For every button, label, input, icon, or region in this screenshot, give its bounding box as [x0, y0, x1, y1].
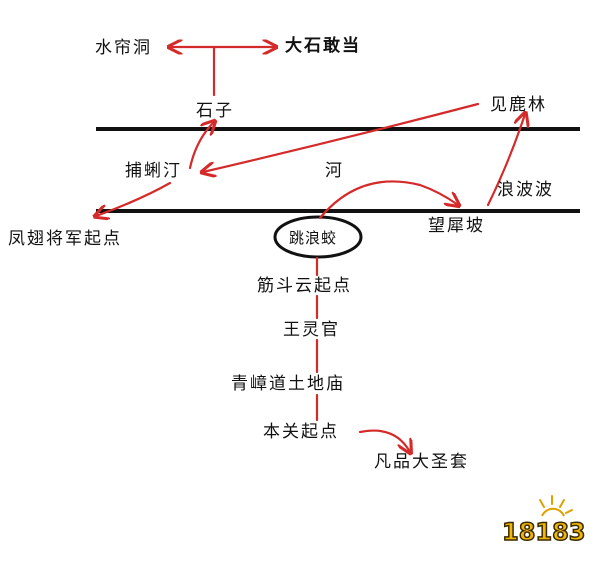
label-qingzhang-dao: 青嶂道土地庙: [231, 374, 345, 394]
arrow-buqiang-to-shizi: [188, 122, 214, 170]
label-dashi-gandang: 大石敢当: [285, 36, 361, 56]
label-tiaolang-jiao: 跳浪蛟: [289, 229, 338, 247]
label-buqiang-ting: 捕蜊汀: [125, 161, 182, 181]
arrow-tiaolang-to-wangxi: [318, 180, 458, 220]
label-shizi: 石子: [196, 101, 234, 121]
arrow-buqiang-to-fengchi: [96, 181, 172, 216]
label-langbo-bo: 浪波波: [497, 180, 554, 200]
label-wangxi-po: 望犀坡: [428, 216, 485, 236]
label-benguan: 本关起点: [263, 422, 339, 442]
label-fanpin: 凡品大圣套: [374, 452, 469, 472]
18183-logo-icon: 18183: [492, 488, 588, 558]
sun-rays-icon: [539, 495, 573, 517]
label-he: 河: [325, 161, 344, 181]
label-shuilian-dong: 水帘洞: [95, 38, 152, 58]
label-wangling-guan: 王灵官: [283, 320, 340, 340]
label-jindouyun: 筋斗云起点: [257, 276, 352, 296]
tiaolang-jiao-circle: [273, 215, 363, 259]
arrow-jianlu-to-buqiang: [203, 102, 480, 172]
arrow-wangxi-to-jianlu: [486, 114, 525, 207]
label-fengchi-jiangjun: 凤翅将军起点: [8, 229, 122, 249]
arrow-benguan-to-fanpin: [358, 429, 410, 452]
label-jianlu-lin: 见鹿林: [490, 95, 547, 115]
logo-text: 18183: [501, 517, 586, 547]
